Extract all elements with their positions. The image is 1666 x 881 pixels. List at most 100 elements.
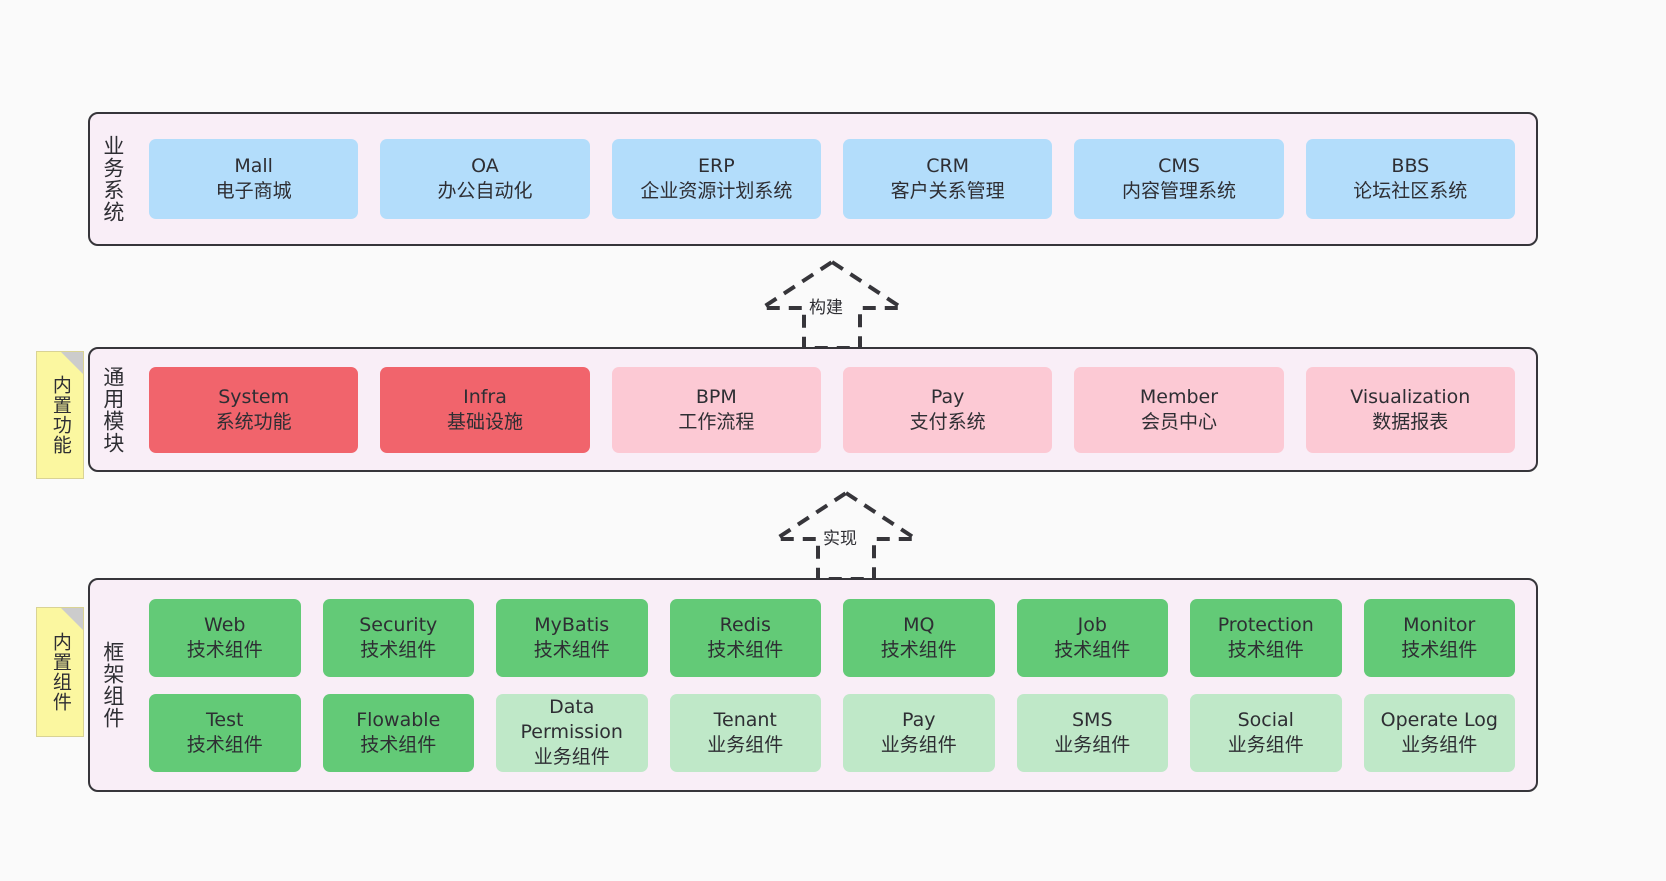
card-subtitle: 业务组件: [1227, 733, 1304, 756]
card-subtitle: 技术组件: [186, 638, 263, 661]
card-subtitle: 电子商城: [215, 180, 292, 202]
card-subtitle: 论坛社区系统: [1353, 180, 1468, 202]
card-flowable[interactable]: Flowable 技术组件: [322, 693, 474, 772]
card-title: ERP: [697, 155, 735, 178]
sticky-note-label: 内置组件: [49, 632, 72, 712]
card-title: Redis: [719, 613, 771, 636]
card-title: Pay: [902, 708, 936, 731]
card-subtitle: 技术组件: [1401, 638, 1478, 661]
card-visualization[interactable]: Visualization 数据报表: [1305, 366, 1515, 453]
layer-body-framework-component: Web 技术组件 Security 技术组件 MyBatis 技术组件 Redi…: [134, 580, 1536, 790]
card-subtitle: 会员中心: [1140, 410, 1217, 433]
card-oa[interactable]: OA 办公自动化: [380, 139, 590, 219]
card-title: Data Permission: [520, 696, 623, 744]
card-subtitle: 技术组件: [186, 733, 263, 756]
card-mall[interactable]: Mall 电子商城: [149, 139, 359, 219]
card-title: Operate Log: [1380, 708, 1498, 731]
card-title: BBS: [1391, 155, 1430, 178]
card-subtitle: 业务组件: [707, 733, 784, 756]
card-subtitle: 企业资源计划系统: [640, 180, 793, 202]
card-bpm[interactable]: BPM 工作流程: [611, 366, 821, 453]
layer-title-framework-component: 框架组件: [100, 641, 125, 729]
card-subtitle: 业务组件: [533, 745, 610, 768]
card-title: Test: [206, 708, 244, 731]
card-test[interactable]: Test 技术组件: [149, 693, 301, 772]
card-subtitle: 客户关系管理: [890, 180, 1005, 202]
sticky-note-builtin-component: 内置组件: [36, 607, 84, 737]
sticky-note-label: 内置功能: [49, 375, 72, 455]
card-web[interactable]: Web 技术组件: [149, 598, 301, 677]
component-row-technical: Web 技术组件 Security 技术组件 MyBatis 技术组件 Redi…: [138, 598, 1526, 677]
card-title: Visualization: [1350, 385, 1471, 408]
card-subtitle: 办公自动化: [437, 180, 533, 202]
card-subtitle: 数据报表: [1372, 410, 1449, 433]
card-title: SMS: [1071, 708, 1113, 731]
card-subtitle: 技术组件: [707, 638, 784, 661]
card-title: CRM: [926, 155, 970, 178]
card-pay-component[interactable]: Pay 业务组件: [843, 693, 995, 772]
card-system[interactable]: System 系统功能: [149, 366, 359, 453]
folded-corner-icon: [61, 608, 83, 630]
card-title: Security: [359, 613, 438, 636]
card-crm[interactable]: CRM 客户关系管理: [842, 139, 1053, 219]
card-subtitle: 技术组件: [1054, 638, 1131, 661]
connector-implement: 实现: [770, 489, 922, 581]
card-job[interactable]: Job 技术组件: [1016, 598, 1168, 677]
card-title: Infra: [463, 385, 507, 408]
card-subtitle: 技术组件: [1227, 638, 1304, 661]
card-title: Flowable: [356, 708, 441, 731]
card-pay[interactable]: Pay 支付系统: [842, 366, 1053, 453]
generalization-arrow-icon: [756, 259, 908, 350]
connector-build-label: 构建: [809, 298, 843, 318]
card-subtitle: 支付系统: [909, 410, 986, 433]
card-title: Tenant: [713, 708, 777, 731]
card-subtitle: 业务组件: [1401, 733, 1478, 756]
layer-body-business-system: Mall 电子商城 OA 办公自动化 ERP 企业资源计划系统 CRM 客户关系…: [134, 114, 1536, 244]
card-subtitle: 基础设施: [446, 410, 523, 433]
card-member[interactable]: Member 会员中心: [1074, 366, 1284, 453]
card-subtitle: 技术组件: [360, 638, 437, 661]
card-monitor[interactable]: Monitor 技术组件: [1363, 598, 1515, 677]
card-title: MyBatis: [534, 613, 610, 636]
layer-framework-component: 框架组件 Web 技术组件 Security 技术组件 MyBatis 技术组件…: [88, 578, 1538, 792]
layer-body-common-module: System 系统功能 Infra 基础设施 BPM 工作流程 Pay 支付系统…: [134, 349, 1536, 470]
card-redis[interactable]: Redis 技术组件: [669, 598, 821, 677]
card-infra[interactable]: Infra 基础设施: [380, 366, 590, 453]
card-subtitle: 业务组件: [880, 733, 957, 756]
card-data-permission[interactable]: Data Permission 业务组件: [496, 693, 648, 772]
card-title: Social: [1237, 708, 1294, 731]
card-mq[interactable]: MQ 技术组件: [843, 598, 995, 677]
card-title: BPM: [695, 385, 737, 408]
generalization-arrow-icon: [770, 490, 922, 581]
card-mybatis[interactable]: MyBatis 技术组件: [496, 598, 648, 677]
card-sms[interactable]: SMS 业务组件: [1016, 693, 1168, 772]
card-subtitle: 业务组件: [1054, 733, 1131, 756]
card-tenant[interactable]: Tenant 业务组件: [669, 693, 821, 772]
card-title: System: [218, 385, 290, 408]
card-bbs[interactable]: BBS 论坛社区系统: [1305, 139, 1515, 219]
layer-business-system: 业务系统 Mall 电子商城 OA 办公自动化 ERP 企业资源计划系统 CRM…: [88, 112, 1538, 246]
card-subtitle: 技术组件: [360, 733, 437, 756]
card-operate-log[interactable]: Operate Log 业务组件: [1363, 693, 1515, 772]
card-security[interactable]: Security 技术组件: [322, 598, 474, 677]
card-social[interactable]: Social 业务组件: [1190, 693, 1342, 772]
folded-corner-icon: [61, 352, 83, 374]
card-title: Member: [1139, 385, 1219, 408]
card-subtitle: 内容管理系统: [1121, 180, 1236, 202]
card-title: Job: [1077, 613, 1107, 636]
card-title: Protection: [1217, 613, 1314, 636]
card-title: Web: [204, 613, 246, 636]
card-title: Pay: [930, 385, 965, 408]
card-protection[interactable]: Protection 技术组件: [1190, 598, 1342, 677]
card-title: OA: [471, 155, 499, 178]
sticky-note-builtin-function: 内置功能: [36, 351, 84, 479]
connector-build: 构建: [756, 258, 908, 350]
card-erp[interactable]: ERP 企业资源计划系统: [611, 139, 821, 219]
layer-common-module: 通用模块 System 系统功能 Infra 基础设施 BPM 工作流程 Pay…: [88, 347, 1538, 472]
card-title: Monitor: [1403, 613, 1476, 636]
layer-title-business-system: 业务系统: [100, 135, 125, 223]
card-subtitle: 工作流程: [678, 410, 755, 433]
card-title: Mall: [234, 155, 273, 178]
card-cms[interactable]: CMS 内容管理系统: [1074, 139, 1284, 219]
